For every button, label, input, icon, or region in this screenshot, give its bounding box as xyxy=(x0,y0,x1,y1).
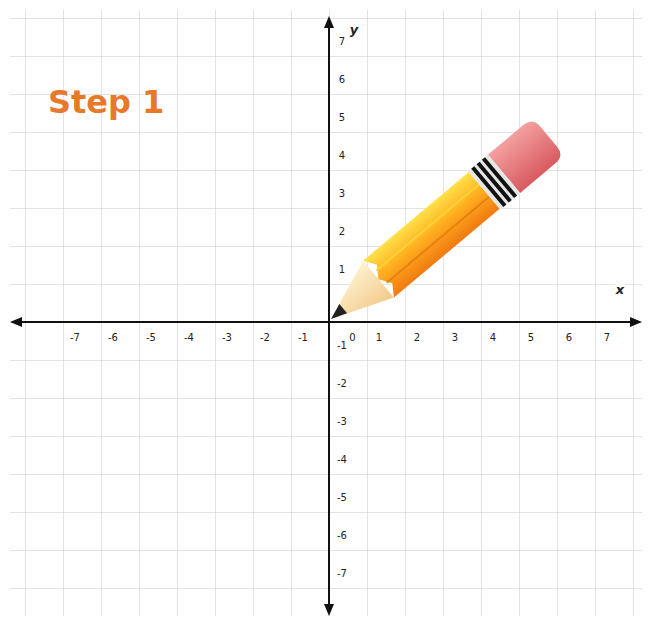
tick-number: 7 xyxy=(603,332,611,344)
tick-number: 2 xyxy=(413,332,421,344)
tick-number: -6 xyxy=(107,332,119,344)
tick-number: 5 xyxy=(338,112,346,124)
tick-number: -4 xyxy=(183,332,195,344)
tick-number: -1 xyxy=(297,332,309,344)
step-title: Step 1 xyxy=(48,84,164,120)
tick-number: -2 xyxy=(336,378,348,390)
tick-number: -6 xyxy=(336,530,348,542)
tick-number: 6 xyxy=(338,74,346,86)
axis-name: x xyxy=(615,283,625,297)
tick-number: -1 xyxy=(336,340,348,352)
tick-number: 5 xyxy=(527,332,535,344)
tick-number: -3 xyxy=(336,416,348,428)
pencil-illustration xyxy=(315,117,565,338)
tick-number: 1 xyxy=(375,332,383,344)
tick-number: -3 xyxy=(221,332,233,344)
tick-number: -5 xyxy=(336,492,348,504)
axes xyxy=(10,16,642,616)
tick-number: 2 xyxy=(338,226,346,238)
tick-number: -5 xyxy=(145,332,157,344)
tick-number: 4 xyxy=(489,332,497,344)
tick-number: 3 xyxy=(338,188,346,200)
tick-number: 0 xyxy=(348,332,356,344)
tick-number: 3 xyxy=(451,332,459,344)
axis-name: y xyxy=(349,23,359,37)
tick-number: 7 xyxy=(338,36,346,48)
grid-lines xyxy=(10,10,642,616)
tick-number: -7 xyxy=(69,332,81,344)
tick-number: -4 xyxy=(336,454,348,466)
tick-number: 6 xyxy=(565,332,573,344)
tick-number: 4 xyxy=(338,150,346,162)
tick-number: -7 xyxy=(336,568,348,580)
tick-number: 1 xyxy=(338,264,346,276)
tick-number: -2 xyxy=(259,332,271,344)
